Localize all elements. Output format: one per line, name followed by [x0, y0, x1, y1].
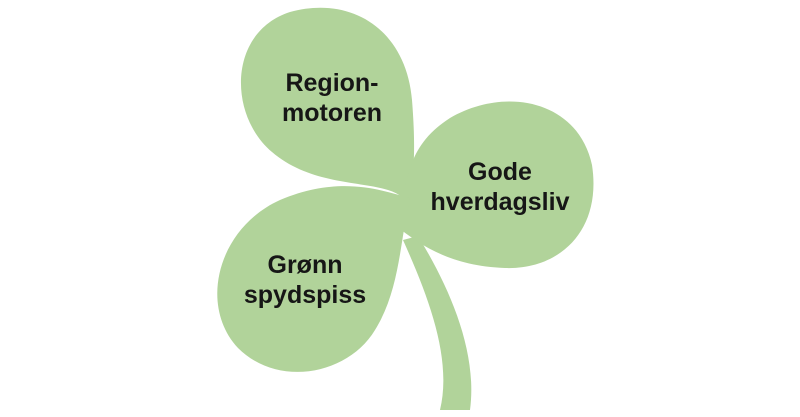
leaf-label-top: Region- motoren [257, 68, 407, 128]
leaf-right-line1: Gode [468, 158, 532, 186]
leaf-label-right: Gode hverdagsliv [415, 157, 585, 217]
leaf-top-line2: motoren [282, 99, 382, 127]
leaf-top [240, 7, 415, 206]
leaf-top-line1: Region- [285, 69, 379, 97]
clover-stem [403, 236, 472, 410]
leaf-left-line2: spydspiss [243, 281, 367, 309]
leaf-left [217, 186, 410, 372]
leaf-right-line2: hverdagsliv [430, 188, 570, 216]
leaf-left-line1: Grønn [267, 251, 343, 279]
leaf-label-left: Grønn spydspiss [225, 250, 385, 310]
leaf-right [395, 101, 594, 269]
